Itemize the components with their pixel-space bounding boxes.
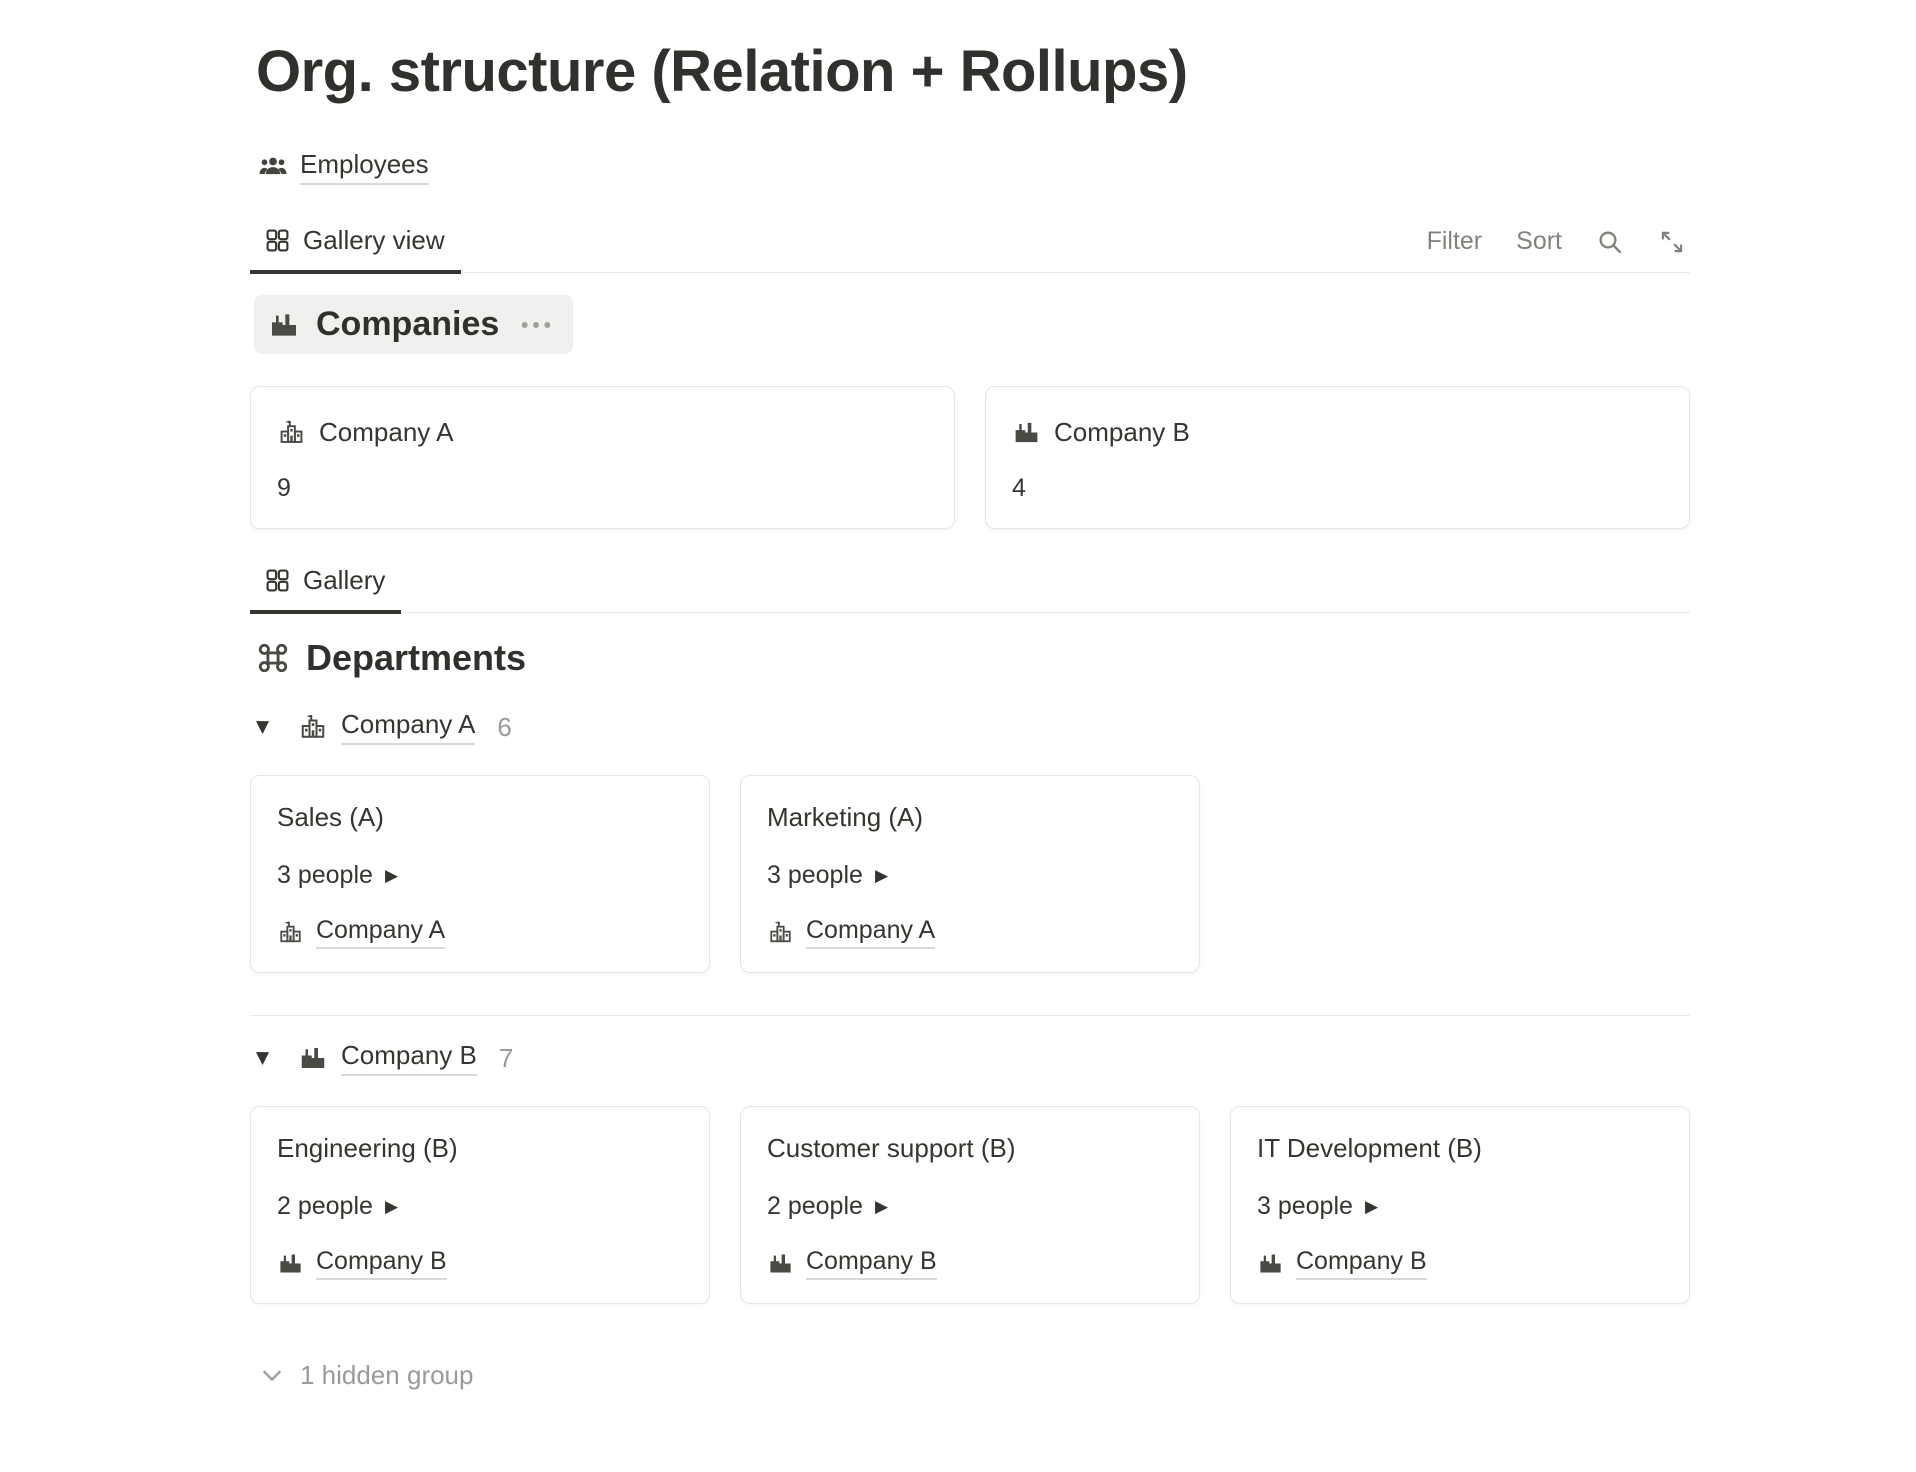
employees-database-link[interactable]: Employees xyxy=(258,149,1690,185)
chevron-down-icon xyxy=(258,1362,286,1390)
companies-card-grid: Company A 9 Company B 4 xyxy=(250,386,1690,529)
company-relation: Company B xyxy=(1257,1247,1663,1280)
school-building-icon xyxy=(767,919,794,946)
group-divider xyxy=(250,1015,1690,1016)
company-relation: Company A xyxy=(767,916,1173,949)
company-card-title: Company A xyxy=(319,417,454,447)
group-count: 6 xyxy=(497,711,512,742)
group-header-company-b: ▼ Company B 7 xyxy=(256,1040,1690,1076)
department-card-customer-support-b[interactable]: Customer support (B) 2 people ▶ Company … xyxy=(740,1106,1200,1304)
company-rollup-count: 9 xyxy=(277,474,291,502)
group-header-company-a: ▼ Company A 6 xyxy=(256,709,1690,745)
company-card-a[interactable]: Company A 9 xyxy=(250,386,955,529)
notion-page: Org. structure (Relation + Rollups) Empl… xyxy=(250,0,1690,1391)
departments-grid-company-b: Engineering (B) 2 people ▶ Company B Cus… xyxy=(250,1106,1690,1304)
school-building-icon xyxy=(277,418,306,447)
company-relation-link[interactable]: Company B xyxy=(316,1247,447,1280)
company-relation-link[interactable]: Company B xyxy=(1296,1247,1427,1280)
city-buildings-icon xyxy=(1012,418,1041,447)
city-buildings-icon xyxy=(1257,1250,1284,1277)
hidden-group-label: 1 hidden group xyxy=(300,1360,474,1390)
company-relation: Company B xyxy=(277,1247,683,1280)
people-count: 2 people xyxy=(277,1192,373,1220)
sort-button[interactable]: Sort xyxy=(1516,227,1562,255)
gallery-grid-icon xyxy=(264,227,291,254)
filter-button[interactable]: Filter xyxy=(1426,227,1483,255)
people-count: 3 people xyxy=(1257,1192,1353,1220)
ellipsis-icon[interactable] xyxy=(519,319,553,331)
toolbar-actions: Filter Sort xyxy=(1427,227,1690,272)
department-card-it-development-b[interactable]: IT Development (B) 3 people ▶ Company B xyxy=(1230,1106,1690,1304)
group-link-company-b[interactable]: Company B xyxy=(341,1040,477,1076)
people-count: 2 people xyxy=(767,1192,863,1220)
company-card-b[interactable]: Company B 4 xyxy=(985,386,1690,529)
people-rollup: 3 people ▶ xyxy=(1257,1192,1663,1221)
department-card-sales-a[interactable]: Sales (A) 3 people ▶ Company A xyxy=(250,775,710,973)
department-card-marketing-a[interactable]: Marketing (A) 3 people ▶ Company A xyxy=(740,775,1200,973)
secondary-view-toolbar: Gallery xyxy=(250,555,1690,614)
play-arrow-icon[interactable]: ▶ xyxy=(874,1196,889,1217)
company-rollup-count: 4 xyxy=(1012,474,1026,502)
group-count: 7 xyxy=(498,1042,514,1073)
people-count: 3 people xyxy=(767,861,863,889)
gallery-grid-icon xyxy=(264,567,291,594)
people-rollup: 2 people ▶ xyxy=(277,1192,683,1221)
company-card-title: Company B xyxy=(1054,417,1190,447)
school-building-icon xyxy=(277,919,304,946)
people-count: 3 people xyxy=(277,861,373,889)
primary-view-toolbar: Gallery view Filter Sort xyxy=(250,215,1690,274)
collapse-triangle-icon[interactable]: ▼ xyxy=(256,1048,270,1068)
department-title: Marketing (A) xyxy=(767,802,924,832)
departments-grid-company-a: Sales (A) 3 people ▶ Company A Marketing… xyxy=(250,775,1690,973)
companies-title: Companies xyxy=(316,305,500,343)
company-relation: Company A xyxy=(277,916,683,949)
company-relation-link[interactable]: Company A xyxy=(316,916,446,949)
play-arrow-icon[interactable]: ▶ xyxy=(384,1196,399,1217)
people-icon xyxy=(258,152,288,182)
group-link-company-a[interactable]: Company A xyxy=(341,709,476,745)
employees-link-label[interactable]: Employees xyxy=(300,149,429,185)
departments-title: Departments xyxy=(306,637,527,678)
play-arrow-icon[interactable]: ▶ xyxy=(384,865,399,886)
department-title: Engineering (B) xyxy=(277,1133,458,1163)
tab-label: Gallery view xyxy=(303,225,445,255)
company-relation: Company B xyxy=(767,1247,1173,1280)
tab-gallery[interactable]: Gallery xyxy=(250,555,402,614)
people-rollup: 2 people ▶ xyxy=(767,1192,1173,1221)
page-title: Org. structure (Relation + Rollups) xyxy=(256,39,1188,104)
tab-gallery-view[interactable]: Gallery view xyxy=(250,215,461,274)
command-icon xyxy=(256,641,290,675)
hidden-group-toggle[interactable]: 1 hidden group xyxy=(258,1360,1690,1391)
search-icon[interactable] xyxy=(1596,228,1624,256)
department-card-engineering-b[interactable]: Engineering (B) 2 people ▶ Company B xyxy=(250,1106,710,1304)
tab-label: Gallery xyxy=(303,565,386,595)
company-relation-link[interactable]: Company A xyxy=(806,916,936,949)
department-title: Customer support (B) xyxy=(767,1133,1016,1163)
play-arrow-icon[interactable]: ▶ xyxy=(1364,1196,1379,1217)
expand-icon[interactable] xyxy=(1658,228,1686,256)
companies-section-header[interactable]: Companies xyxy=(254,295,574,354)
city-buildings-icon xyxy=(767,1250,794,1277)
city-buildings-icon xyxy=(277,1250,304,1277)
play-arrow-icon[interactable]: ▶ xyxy=(874,865,889,886)
city-buildings-icon xyxy=(298,1043,328,1073)
school-building-icon xyxy=(298,712,328,742)
people-rollup: 3 people ▶ xyxy=(767,861,1173,890)
departments-section-header: Departments xyxy=(256,637,1690,679)
company-relation-link[interactable]: Company B xyxy=(806,1247,937,1280)
collapse-triangle-icon[interactable]: ▼ xyxy=(256,717,270,737)
department-title: IT Development (B) xyxy=(1257,1133,1482,1163)
city-buildings-icon xyxy=(268,309,300,341)
department-title: Sales (A) xyxy=(277,802,384,832)
people-rollup: 3 people ▶ xyxy=(277,861,683,890)
